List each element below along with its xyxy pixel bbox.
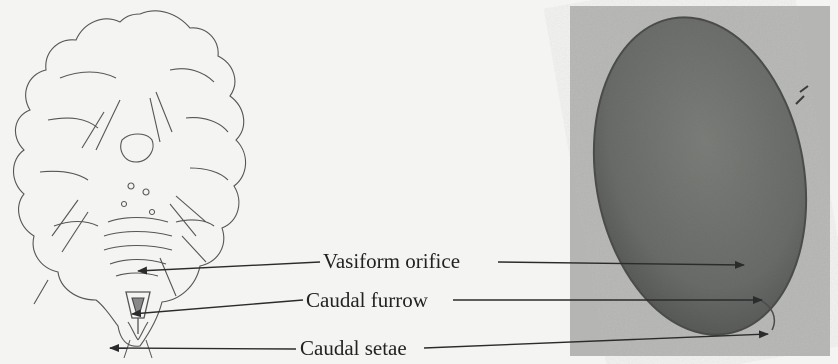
label-vasiform-orifice: Vasiform orifice (323, 249, 460, 273)
scale-insect-drawing (14, 11, 246, 358)
arrow-caudal-furrow-left (132, 300, 303, 314)
arrow-caudal-setae-left (110, 348, 296, 349)
body-outline (14, 11, 246, 346)
label-caudal-furrow: Caudal furrow (306, 288, 429, 312)
specimen-photo (570, 0, 830, 356)
label-caudal-setae: Caudal setae (300, 336, 407, 360)
